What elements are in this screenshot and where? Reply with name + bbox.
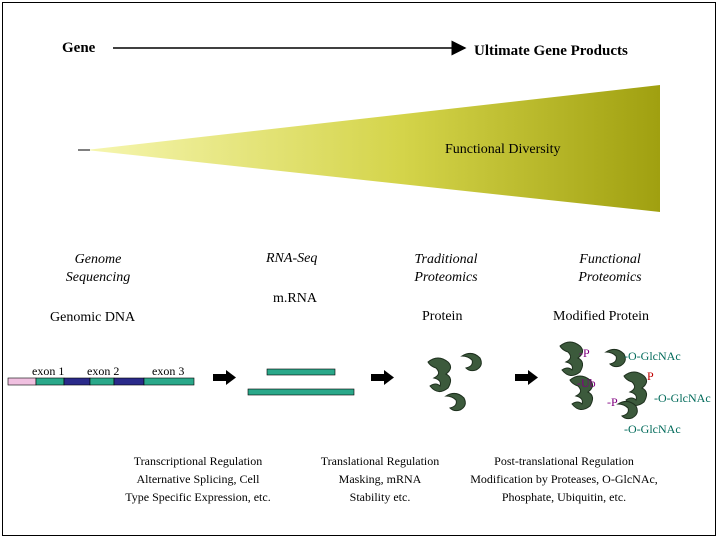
oglcnac-annotation-3: -O-GlcNAc: [624, 422, 681, 436]
translational-regulation-text: Translational Regulation Masking, mRNA S…: [320, 454, 440, 504]
protein-shape-icon: [604, 348, 626, 368]
protein-shape-icon: [616, 400, 638, 420]
ultimate-products-label: Ultimate Gene Products: [474, 43, 628, 59]
exon-3-label: exon 3: [152, 364, 185, 378]
protein-shape-icon: [559, 341, 584, 376]
protein-shape-icon: [460, 352, 482, 372]
functional-diversity-wedge: [86, 85, 660, 212]
phosphate-annotation-3: -P: [607, 395, 618, 409]
exon-1-label: exon 1: [32, 364, 65, 378]
protein-shape-icon: [444, 392, 466, 412]
genomic-dna-label: Genomic DNA: [50, 310, 136, 325]
phosphate-annotation: -P: [579, 346, 590, 360]
exon-2-label: exon 2: [87, 364, 120, 378]
modified-protein-label: Modified Protein: [553, 309, 650, 324]
oglcnac-annotation: -O-GlcNAc: [624, 349, 681, 363]
functional-proteomics-label: Functional Proteomics: [578, 252, 642, 285]
protein-label: Protein: [422, 309, 463, 324]
protein-shape-icon: [427, 357, 452, 392]
posttranslational-regulation-text: Post-translational Regulation Modificati…: [470, 454, 658, 504]
ubiquitin-annotation: -Ub: [577, 376, 596, 390]
functional-diversity-label: Functional Diversity: [445, 142, 561, 157]
genome-sequencing-label: Genome Sequencing: [65, 252, 131, 285]
mrna-label: m.RNA: [273, 291, 317, 306]
oglcnac-annotation-2: -O-GlcNAc: [654, 391, 711, 405]
block-arrow-3: [515, 370, 538, 385]
transcriptional-regulation-text: Transcriptional Regulation Alternative S…: [125, 454, 271, 504]
mrna-bar-long: [247, 388, 355, 396]
block-arrow-1: [213, 370, 236, 385]
rnaseq-label: RNA-Seq: [266, 251, 318, 266]
phosphate-annotation-2: P: [647, 369, 654, 383]
mrna-bar-short: [266, 368, 336, 376]
protein-shape-icon: [623, 371, 648, 406]
protein-shape-icon: [569, 375, 594, 410]
exon-gene-bar: [7, 377, 195, 386]
traditional-proteomics-label: Traditional Proteomics: [414, 252, 478, 285]
block-arrow-2: [371, 370, 394, 385]
gene-label: Gene: [62, 40, 96, 56]
